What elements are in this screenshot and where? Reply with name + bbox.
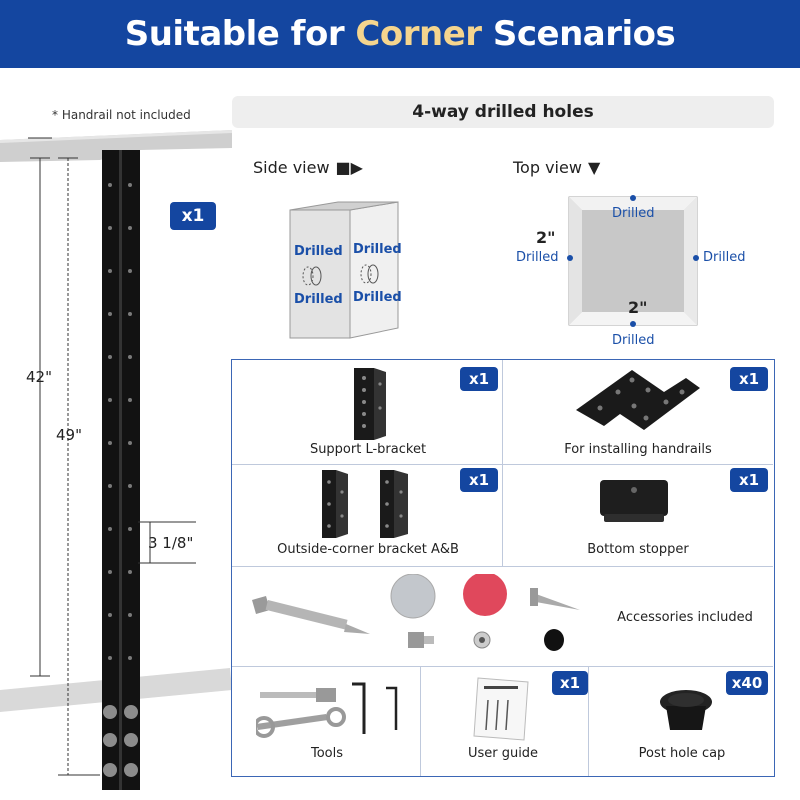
parts-grid <box>231 359 775 777</box>
tools-image <box>256 682 398 738</box>
dimension-spacing: 3 1/8" <box>148 534 194 552</box>
drilled-label-bottom: Drilled <box>612 333 655 348</box>
col-divider-3 <box>588 666 589 776</box>
hex-key-large-icon <box>352 682 366 734</box>
drilled-label-right: Drilled <box>703 250 746 265</box>
row-divider-3 <box>232 666 773 667</box>
user-guide-image <box>473 677 529 741</box>
support-l-bracket-qty: x1 <box>460 367 498 391</box>
post-holes <box>108 183 132 660</box>
bottom-stopper-qty: x1 <box>730 468 768 492</box>
handrail-top-face <box>0 130 232 143</box>
support-l-bracket-image <box>354 368 386 440</box>
dimension-2-bottom: 2" <box>628 298 648 317</box>
side-view-diagram <box>289 201 399 339</box>
holes-title: 4-way drilled holes <box>232 96 774 128</box>
drilled-label-left: Drilled <box>516 250 559 265</box>
title-part1: Suitable for <box>124 14 356 54</box>
camera-icon: ■▶ <box>335 158 363 177</box>
col-divider-1 <box>502 360 503 566</box>
handrail-plate-label: For installing handrails <box>564 442 712 457</box>
dimension-2-left: 2" <box>536 228 556 247</box>
user-guide-label: User guide <box>467 746 539 761</box>
drilled-label-side-3: Drilled <box>353 242 402 257</box>
top-view-diagram <box>567 195 699 327</box>
top-view-label: Top view <box>513 158 582 177</box>
header-banner: Suitable for Corner Scenarios <box>0 0 800 68</box>
outside-corner-bracket-label: Outside-corner bracket A&B <box>277 542 459 557</box>
handrail-note: * Handrail not included <box>52 108 191 122</box>
top-view-title: Top view ▼ <box>513 158 600 177</box>
post-edge <box>119 150 122 790</box>
post-quantity-badge: x1 <box>170 202 216 230</box>
side-view-label: Side view <box>253 158 330 177</box>
bottom-stopper-image <box>600 480 668 522</box>
post-hole-cap-qty: x40 <box>726 671 768 695</box>
col-divider-2 <box>420 666 421 776</box>
title-accent: Corner <box>355 14 482 54</box>
handrail-plate-qty: x1 <box>730 367 768 391</box>
camera-down-icon: ▼ <box>587 158 601 177</box>
side-view-title: Side view ■▶ <box>253 158 363 177</box>
hex-key-small-icon <box>386 686 398 730</box>
title-part2: Scenarios <box>481 14 676 54</box>
post-hole-cap-label: Post hole cap <box>638 746 726 761</box>
tools-label: Tools <box>310 746 344 761</box>
user-guide-qty: x1 <box>552 671 588 695</box>
post-illustration <box>0 130 232 790</box>
support-l-bracket-label: Support L-bracket <box>309 442 427 457</box>
accessories-label: Accessories included <box>617 610 753 625</box>
page-title: Suitable for Corner Scenarios <box>125 14 676 54</box>
outside-corner-bracket-image <box>322 470 408 538</box>
drill-bit-icon <box>260 692 320 698</box>
dimension-42: 42" <box>26 368 52 386</box>
bottom-stopper-label: Bottom stopper <box>587 542 689 557</box>
dimension-lines <box>28 137 196 776</box>
lag-screw-icon <box>252 596 370 634</box>
outside-corner-bracket-qty: x1 <box>460 468 498 492</box>
post-bottom-caps <box>103 705 138 777</box>
drilled-label-top: Drilled <box>612 206 655 221</box>
handrail-plate-image <box>576 370 700 430</box>
drilled-label-side-1: Drilled <box>294 244 343 259</box>
post-hole-cap-image <box>660 690 712 730</box>
row-divider-2 <box>232 566 773 567</box>
drilled-label-side-2: Drilled <box>294 292 343 307</box>
drilled-label-side-4: Drilled <box>353 290 402 305</box>
accessories-image <box>252 574 580 651</box>
dimension-49: 49" <box>56 426 82 444</box>
